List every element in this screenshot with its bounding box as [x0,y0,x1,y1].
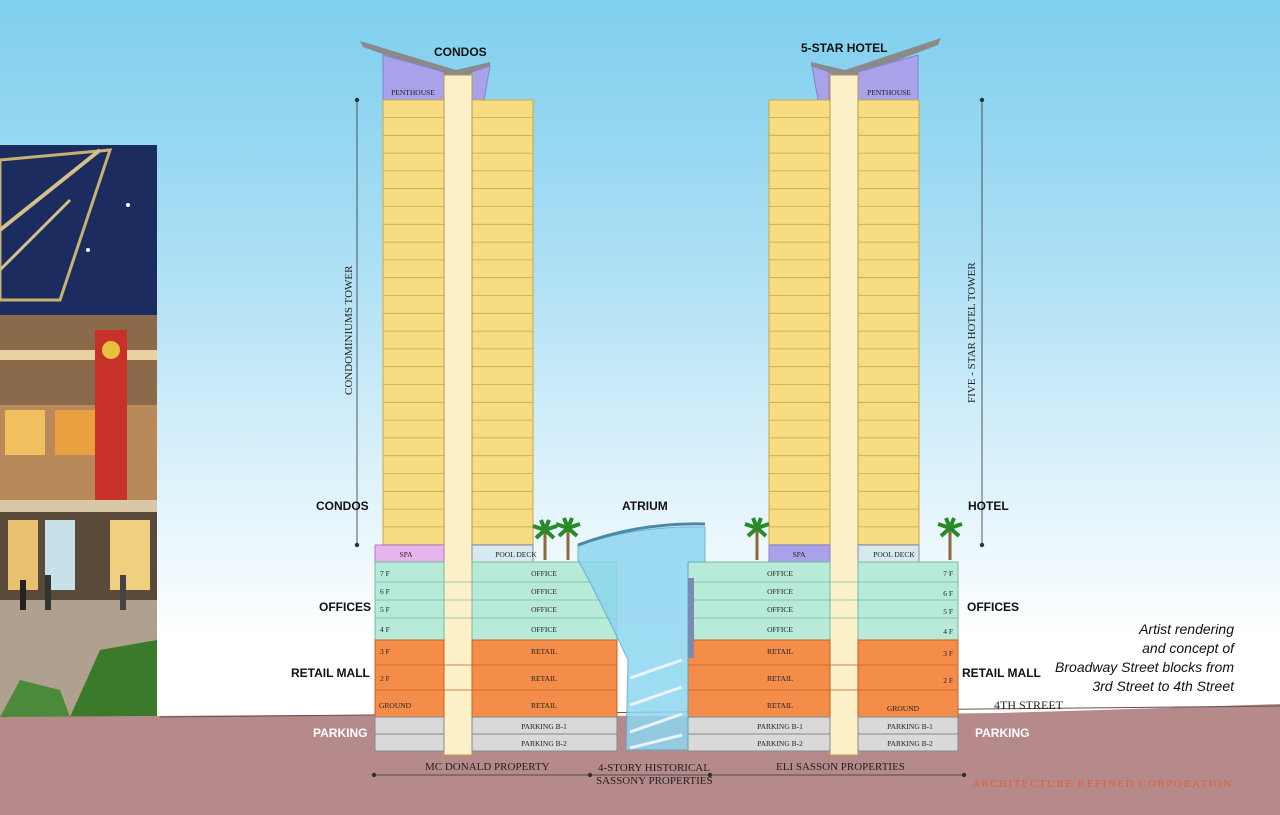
parking-b1-left: PARKING B-1 [521,722,567,731]
floor-4f-left: 4 F [380,625,390,634]
retail-label-r1: RETAIL [767,647,793,656]
penthouse-right-label: PENTHOUSE [867,88,911,97]
mall-rendering-image [0,145,157,717]
office-floor-lines [375,581,958,619]
escalators [629,658,683,750]
left-floor-lines [383,117,533,546]
offices-left-label: OFFICES [319,600,372,614]
caption: Artist rendering and concept of Broadway… [1055,620,1234,696]
parking-b2-left: PARKING B-2 [521,739,567,748]
parking-b1-far-right: PARKING B-1 [887,722,933,731]
condos-top-label: CONDOS [434,45,487,59]
parking-right-label: PARKING [975,726,1030,740]
retail-label-l3: RETAIL [531,701,557,710]
right-core [829,74,859,756]
parking-b2-right: PARKING B-2 [757,739,803,748]
ground-left: GROUND [379,701,412,710]
mcdonald-property-label: MC DONALD PROPERTY [425,761,550,773]
floor-3f-right: 3 F [943,649,953,658]
penthouse-right-left [811,65,830,101]
hotel-top-label: 5-STAR HOTEL [801,41,888,55]
floor-6f-left: 6 F [380,587,390,596]
left-tower-floors-a [382,99,445,546]
hotel-tower-label: FIVE - STAR HOTEL TOWER [966,262,978,403]
offices-right-label: OFFICES [967,600,1020,614]
hotel-side-label: HOTEL [968,499,1009,513]
retail-mall-left-label: RETAIL MALL [291,666,370,680]
ground-earth [0,704,1280,815]
caption-line-1: Artist rendering [1139,621,1234,637]
condominiums-tower [360,41,534,756]
retail-mall-right-label: RETAIL MALL [962,666,1041,680]
atrium-label: ATRIUM [622,499,668,513]
retail-label-l2: RETAIL [531,674,557,683]
office-floors [374,561,959,641]
palm-trees [532,517,963,560]
floor-5f-left: 5 F [380,605,390,614]
office-label-r1: OFFICE [767,569,793,578]
parking-left-label: PARKING [313,726,368,740]
pool-deck-left-label: POOL DECK [495,550,537,559]
penthouse-left-right [471,65,491,101]
floor-7f-left: 7 F [380,569,390,578]
retail-floor-lines [375,664,958,691]
dimension-lines [354,97,985,778]
ground-right: GROUND [887,704,920,713]
parking-levels [374,716,959,752]
sassony-line2: SASSONY PROPERTIES [596,775,713,787]
parking-b1-right: PARKING B-1 [757,722,803,731]
right-tower-floors-b [857,99,920,546]
spa-left-label: SPA [399,550,413,559]
pool-deck-right-label: POOL DECK [873,550,915,559]
retail-floors [374,639,959,718]
retail-label-r3: RETAIL [767,701,793,710]
sassony-line1: 4-STORY HISTORICAL [598,762,710,774]
retail-label-r2: RETAIL [767,674,793,683]
atrium-elevator [688,578,694,658]
floor-5f-right: 5 F [943,607,953,616]
office-label-r4: OFFICE [767,625,793,634]
floor-2f-left: 2 F [380,674,390,683]
fourth-street-label: 4TH STREET [994,698,1063,712]
left-core [443,74,473,756]
retail-label-l1: RETAIL [531,647,557,656]
office-label-r3: OFFICE [767,605,793,614]
eli-sasson-property-label: ELI SASSON PROPERTIES [776,761,905,773]
cell-labels: PENTHOUSE PENTHOUSE SPA POOL DECK SPA PO… [379,88,953,748]
parking-b2-far-right: PARKING B-2 [887,739,933,748]
right-tower-floors-a [768,99,831,546]
company-name: ARCHITECTURE REFINED CORPORATION [972,778,1233,790]
hotel-tower [768,38,941,756]
spa-right-label: SPA [792,550,806,559]
floor-7f-right: 7 F [943,569,953,578]
floor-2f-right: 2 F [943,676,953,685]
office-label-l4: OFFICE [531,625,557,634]
left-tower-floors-b [471,99,534,546]
office-label-l2: OFFICE [531,587,557,596]
caption-line-3: Broadway Street blocks from [1055,659,1234,675]
caption-line-4: 3rd Street to 4th Street [1092,678,1234,694]
condominiums-tower-label: CONDOMINIUMS TOWER [343,265,355,395]
floor-4f-right: 4 F [943,627,953,636]
office-label-r2: OFFICE [767,587,793,596]
floor-3f-left: 3 F [380,647,390,656]
podium [374,522,959,752]
caption-line-2: and concept of [1142,640,1234,656]
penthouse-left-label: PENTHOUSE [391,88,435,97]
right-floor-lines [769,117,919,546]
condos-side-label: CONDOS [316,499,369,513]
floor-6f-right: 6 F [943,589,953,598]
office-label-l1: OFFICE [531,569,557,578]
office-label-l3: OFFICE [531,605,557,614]
atrium-roof-truss [577,522,706,547]
